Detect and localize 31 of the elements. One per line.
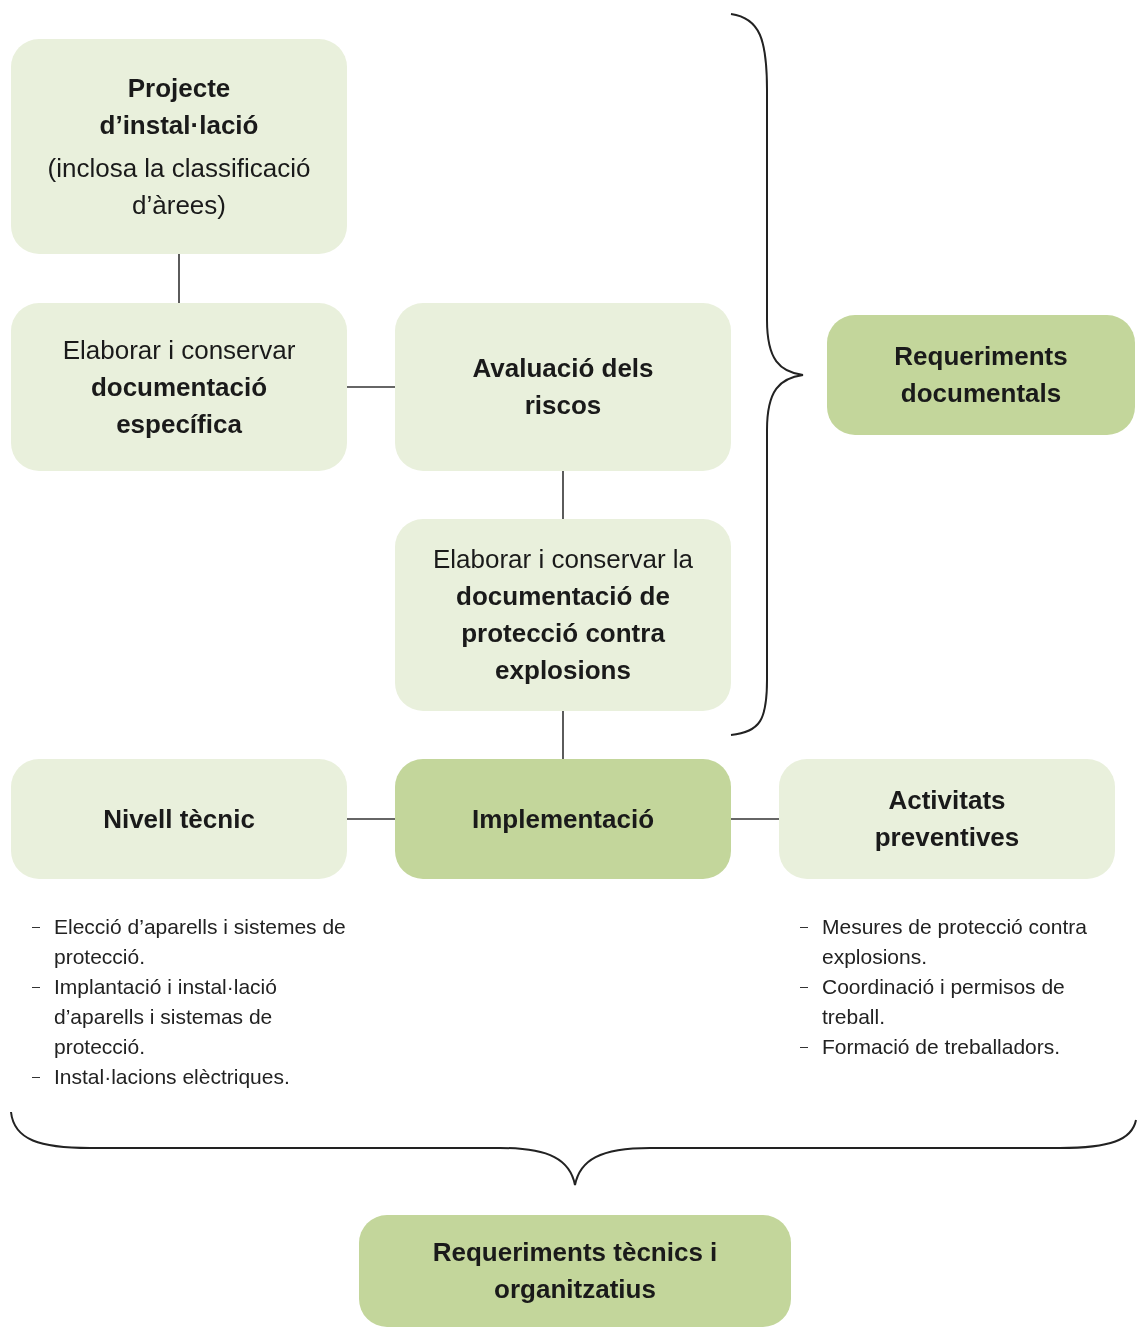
process-box	[395, 519, 731, 711]
connector-line	[178, 253, 180, 304]
bullet-text: Mesures de protecció contra explosions.	[822, 915, 1087, 968]
box-title: Avaluació dels riscos	[471, 352, 655, 422]
category-box	[827, 315, 1135, 435]
process-box	[11, 39, 347, 254]
box-title: Projecte d’instal·lació	[98, 71, 260, 142]
box-title: Requeriments documentals	[893, 340, 1069, 410]
bullet-text: Elecció d’aparells i sistemes de protecció.	[54, 915, 346, 968]
box-title: Requeriments tècnics i organitzatius	[431, 1236, 719, 1306]
box-title: Elaborar i conservar documentació específica	[61, 333, 297, 441]
process-box	[11, 303, 347, 471]
process-box	[11, 759, 347, 879]
box-subtitle: (inclosa la classificació d’àrees)	[46, 151, 312, 222]
box-title: Activitats preventives	[873, 784, 1021, 854]
connector-line	[562, 470, 564, 520]
category-box	[359, 1215, 791, 1327]
process-box	[779, 759, 1115, 879]
process-box	[395, 303, 731, 471]
connector-line	[346, 386, 396, 388]
bullet-text: Implantació i instal·lació d’aparells i sistemas de protecció.	[54, 975, 277, 1058]
box-title: Implementació	[471, 802, 655, 836]
bullet-text: Formació de treballadors.	[822, 1035, 1061, 1058]
connector-line	[346, 818, 396, 820]
connector-line	[562, 710, 564, 760]
category-box	[395, 759, 731, 879]
bullet-text: Coordinació i permisos de treball.	[822, 975, 1065, 1028]
connector-line	[730, 818, 780, 820]
bullet-text: Instal·lacions elèctriques.	[54, 1065, 290, 1088]
box-title: Elaborar i conservar la documentació de protecció contra explosions	[431, 543, 695, 687]
box-title: Nivell tècnic	[103, 802, 255, 836]
